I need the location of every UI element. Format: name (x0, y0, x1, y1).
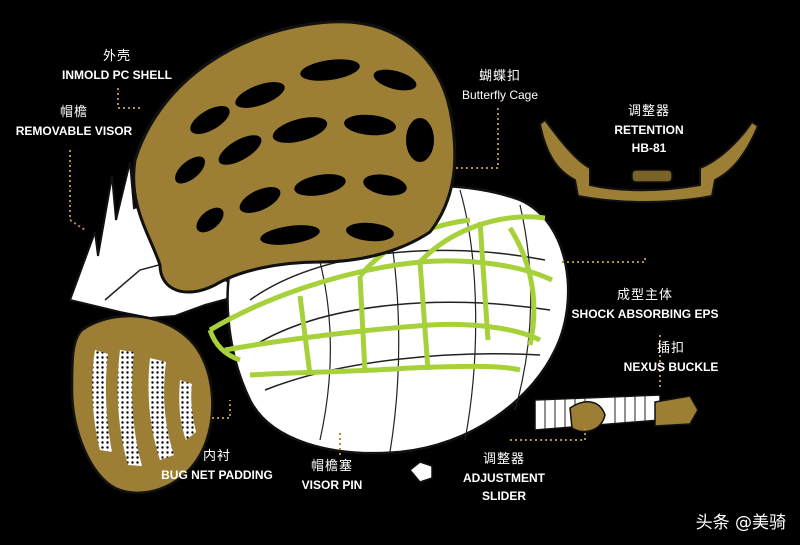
nexus-buckle (534, 394, 699, 433)
watermark: 头条 @美骑 (695, 513, 786, 533)
butterfly-cage (207, 214, 554, 378)
retention-hb81 (538, 118, 760, 203)
label-visor-pin: 帽檐塞 VISOR PIN (301, 459, 363, 492)
visor-pin (408, 461, 433, 483)
label-shock-absorbing-eps: 成型主体 SHOCK ABSORBING EPS (571, 288, 719, 321)
label-nexus-buckle: 插扣 NEXUS BUCKLE (623, 341, 719, 374)
inmold-pc-shell (132, 20, 457, 294)
bug-net-padding (70, 314, 214, 495)
label-inmold-pc-shell: 外壳 INMOLD PC SHELL (62, 49, 172, 82)
label-removable-visor: 帽檐 REMOVABLE VISOR (15, 105, 133, 138)
label-bug-net-padding: 内衬 BUG NET PADDING (161, 449, 273, 482)
leader-lines (69, 88, 661, 455)
label-adjustment-slider: 调整器 ADJUSTMENT SLIDER (462, 452, 545, 503)
label-butterfly-cage: 蝴蝶扣 Butterfly Cage (461, 69, 539, 102)
label-retention-hb81: 调整器 RETENTION HB-81 (614, 104, 684, 155)
